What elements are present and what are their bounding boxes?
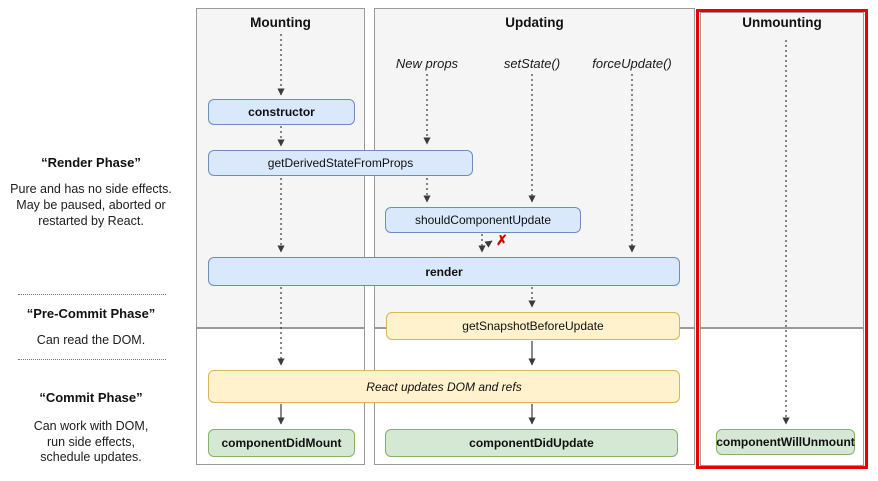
column-title-unmounting: Unmounting xyxy=(742,15,822,30)
phase-divider-2 xyxy=(18,359,166,360)
component-did-update-box: componentDidUpdate xyxy=(385,429,678,457)
phase-divider-1 xyxy=(18,294,166,295)
get-snapshot-before-update-box: getSnapshotBeforeUpdate xyxy=(386,312,680,340)
trigger-force-update: forceUpdate() xyxy=(592,56,672,71)
pre-commit-phase-desc-1: Can read the DOM. xyxy=(36,333,146,347)
render-phase-desc-2: May be paused, aborted or xyxy=(16,198,166,212)
trigger-set-state: setState() xyxy=(503,56,561,71)
commit-phase-title: “Commit Phase” xyxy=(39,390,143,405)
render-phase-desc-3: restarted by React. xyxy=(38,214,144,228)
commit-phase-desc-2: run side effects, xyxy=(46,435,135,449)
commit-phase-desc-1: Can work with DOM, xyxy=(33,419,149,433)
get-derived-state-from-props-box: getDerivedStateFromProps xyxy=(208,150,473,176)
render-box: render xyxy=(208,257,680,286)
render-phase-title: “Render Phase” xyxy=(41,155,141,170)
constructor-box: constructor xyxy=(208,99,355,125)
render-phase-desc-1: Pure and has no side effects. xyxy=(10,182,172,196)
component-did-mount-box: componentDidMount xyxy=(208,429,355,457)
column-title-updating: Updating xyxy=(505,15,564,30)
trigger-new-props: New props xyxy=(395,56,459,71)
column-title-mounting: Mounting xyxy=(250,15,311,30)
unmounting-column-render-section xyxy=(700,12,864,328)
should-component-update-box: shouldComponentUpdate xyxy=(385,207,581,233)
update-cancelled-x-icon: ✗ xyxy=(496,232,508,248)
commit-phase-desc-3: schedule updates. xyxy=(40,450,142,464)
react-updates-dom-box: React updates DOM and refs xyxy=(208,370,680,403)
pre-commit-phase-title: “Pre-Commit Phase” xyxy=(26,306,156,321)
component-will-unmount-box: componentWillUnmount xyxy=(716,429,855,455)
unmounting-highlight-frame xyxy=(696,9,868,469)
